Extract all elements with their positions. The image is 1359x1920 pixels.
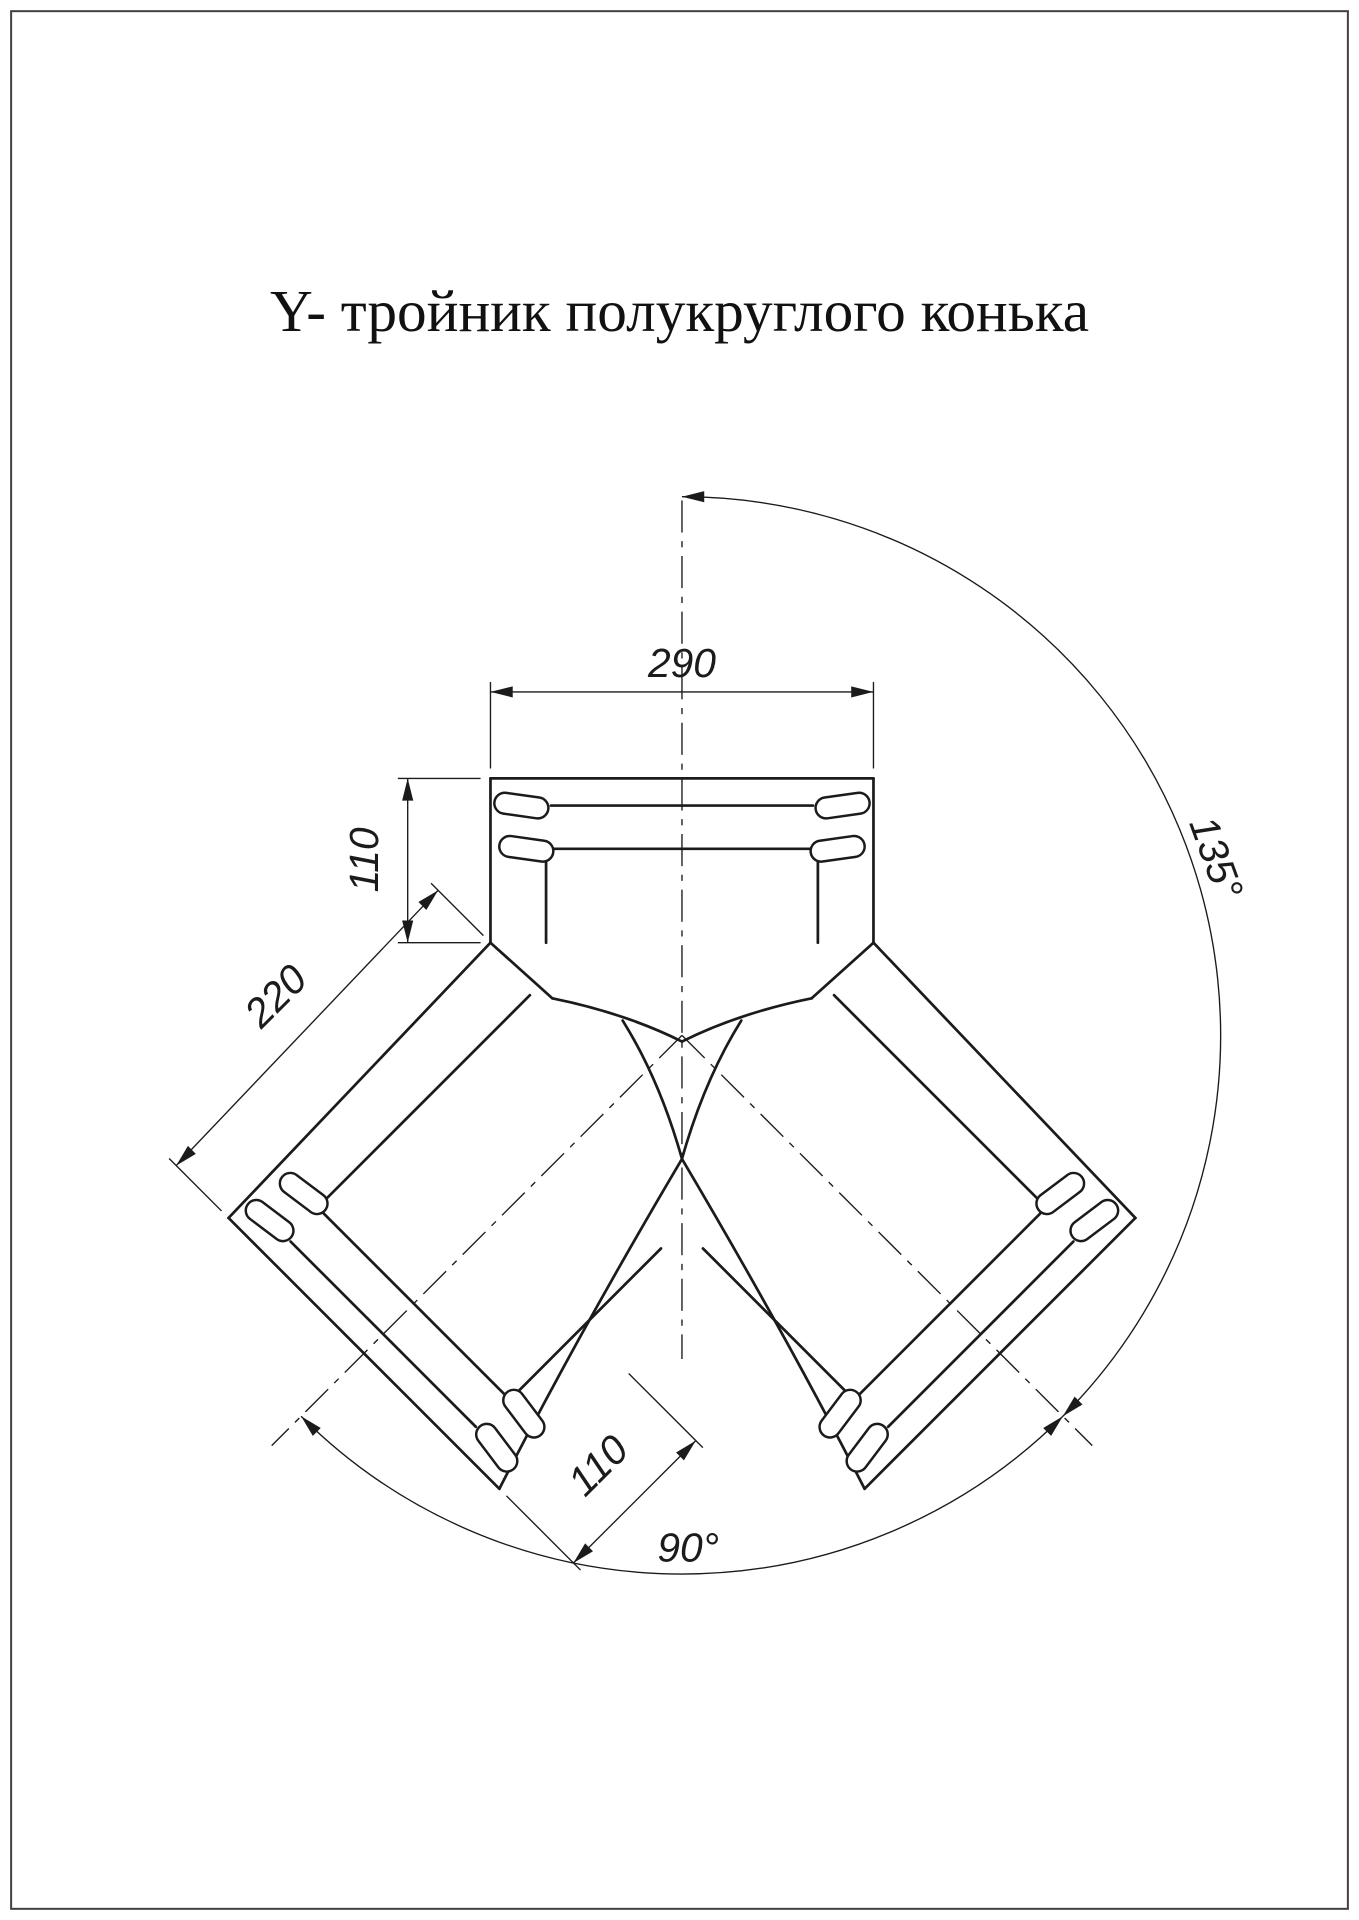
right-branch-crown-outer — [832, 993, 1049, 1210]
dim-110-side-label: 110 — [341, 827, 387, 892]
arrowhead — [573, 1543, 594, 1564]
arrowhead — [402, 920, 414, 943]
part-outline — [227, 777, 1137, 1491]
arrowhead — [301, 1416, 321, 1436]
junction-dip-left — [550, 996, 684, 1043]
arrowhead — [1043, 1416, 1063, 1436]
right-branch-outer-edge — [872, 941, 1137, 1220]
arrowhead — [676, 1440, 696, 1461]
drawing-title: Y- тройник полукруглого конька — [270, 278, 1089, 344]
junction-dip-right — [680, 996, 814, 1043]
junction-chamfer-right — [810, 941, 875, 1000]
dimension-top-width: 290 — [489, 640, 875, 769]
centerlines — [271, 500, 1093, 1447]
right-branch-crown-inner — [701, 1247, 857, 1402]
arrowhead — [176, 1145, 196, 1166]
left-branch-crown-outer — [315, 993, 532, 1210]
dim-110-end-label: 110 — [559, 1426, 638, 1505]
angle-90-label: 90° — [657, 1525, 719, 1571]
right-branch-seam — [680, 1157, 866, 1491]
arrowhead — [1062, 1396, 1083, 1417]
right-branch-centerline — [681, 1034, 1093, 1447]
arrowhead — [681, 491, 705, 503]
valley-curve-right — [680, 1019, 743, 1161]
valley-curve-left — [621, 1019, 684, 1161]
dimension-angle-90: 90° — [300, 1415, 1064, 1575]
left-branch-crown-inner — [507, 1247, 663, 1402]
dimension-branch-length: 220 — [168, 882, 484, 1212]
arrowhead — [490, 686, 513, 698]
dim-290-label: 290 — [647, 640, 716, 686]
left-branch-centerline — [271, 1034, 683, 1447]
arrowhead — [851, 686, 874, 698]
junction-chamfer-left — [489, 941, 554, 1000]
left-branch-outer-edge — [227, 941, 492, 1220]
angle-135-label: 135° — [1180, 810, 1252, 905]
left-branch-seam — [498, 1157, 684, 1491]
dimension-angle-135: 135° — [681, 491, 1253, 1417]
dim-220-label: 220 — [234, 955, 316, 1037]
sheet-border — [10, 10, 1349, 1910]
arrowhead — [402, 778, 414, 801]
arrowhead — [418, 890, 439, 910]
